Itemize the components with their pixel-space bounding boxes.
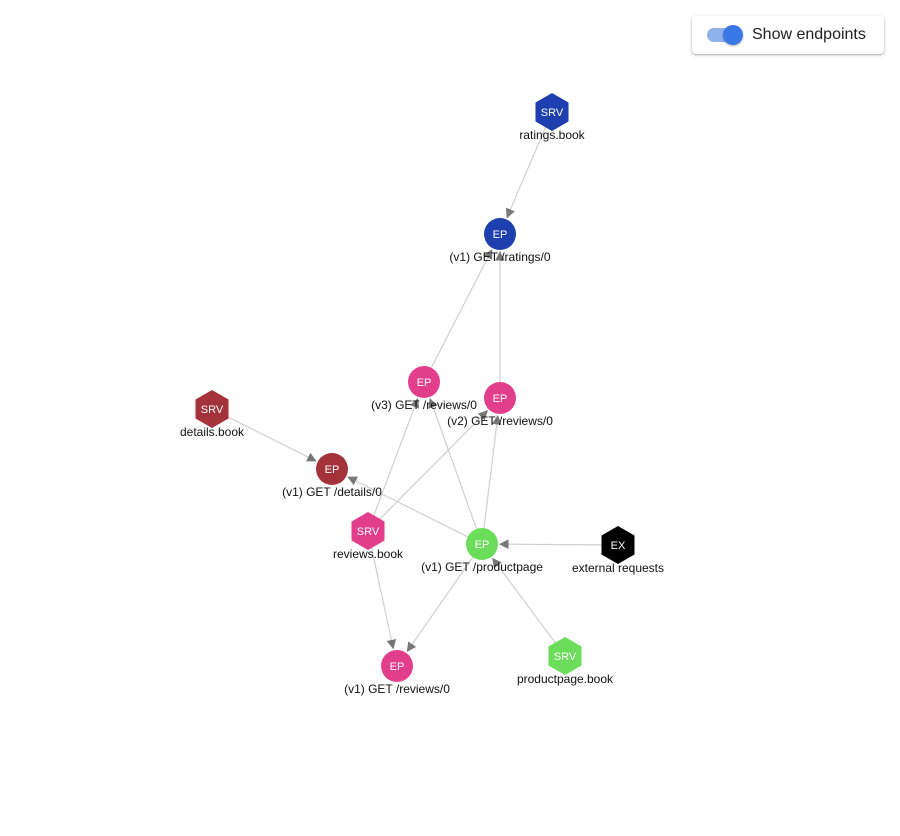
node-kind-badge: EP (493, 393, 508, 405)
edge-ep-productpage-to-ep-details (347, 476, 468, 538)
node-hexagon[interactable] (535, 93, 569, 131)
node-label: reviews.book (333, 547, 404, 561)
node-label: productpage.book (517, 672, 614, 686)
toggle-switch-thumb[interactable] (723, 25, 743, 45)
node-ep-reviews-v2[interactable]: EP (v2) GET /reviews/0 (447, 382, 553, 428)
node-label: (v1) GET /ratings/0 (449, 250, 550, 264)
node-ex-external[interactable]: EX external requests (572, 526, 664, 575)
node-ep-productpage[interactable]: EP (v1) GET /productpage (421, 528, 543, 574)
node-srv-productpage[interactable]: SRV productpage.book (517, 637, 614, 686)
node-kind-badge: SRV (357, 526, 380, 538)
node-kind-badge: EP (417, 377, 432, 389)
edge-srv-ratings-to-ep-ratings (506, 126, 547, 219)
node-kind-badge: SRV (541, 107, 564, 119)
edge-ep-productpage-to-ep-reviews-v3 (428, 398, 478, 530)
node-kind-badge: EP (325, 464, 340, 476)
node-label: (v2) GET /reviews/0 (447, 414, 553, 428)
edge-ep-productpage-to-ep-reviews-v2 (483, 414, 502, 529)
node-circle[interactable] (381, 650, 413, 682)
edge-srv-productpage-to-ep-productpage (492, 557, 556, 644)
node-ep-details[interactable]: EP (v1) GET /details/0 (282, 453, 382, 499)
node-label: (v3) GET /reviews/0 (371, 398, 477, 412)
node-ep-reviews-v1[interactable]: EP (v1) GET /reviews/0 (344, 650, 450, 696)
node-hexagon[interactable] (195, 390, 229, 428)
edge-srv-reviews-to-ep-reviews-v1 (370, 546, 397, 650)
show-endpoints-toggle[interactable]: Show endpoints (692, 16, 884, 54)
node-srv-ratings[interactable]: SRV ratings.book (519, 93, 586, 142)
edge-ex-external-to-ep-productpage (499, 539, 603, 549)
node-ep-reviews-v3[interactable]: EP (v3) GET /reviews/0 (371, 366, 477, 412)
node-circle[interactable] (484, 218, 516, 250)
edge-srv-details-to-ep-details (226, 415, 317, 462)
edge-ep-reviews-v3-to-ep-ratings (430, 249, 493, 369)
node-kind-badge: EP (390, 661, 405, 673)
node-label: details.book (180, 425, 245, 439)
edge-srv-reviews-to-ep-reviews-v3 (373, 397, 420, 517)
node-srv-reviews[interactable]: SRV reviews.book (333, 512, 404, 561)
edges-layer (226, 126, 603, 653)
edge-ep-productpage-to-ep-reviews-v1 (406, 556, 474, 653)
toggle-label: Show endpoints (752, 26, 866, 43)
node-kind-badge: SRV (554, 651, 577, 663)
node-circle[interactable] (408, 366, 440, 398)
node-label: (v1) GET /productpage (421, 560, 543, 574)
node-kind-badge: SRV (201, 404, 224, 416)
node-hexagon[interactable] (351, 512, 385, 550)
node-label: external requests (572, 561, 664, 575)
node-label: (v1) GET /details/0 (282, 485, 382, 499)
edge-srv-reviews-to-ep-reviews-v2 (378, 410, 488, 521)
node-circle[interactable] (316, 453, 348, 485)
node-kind-badge: EP (493, 229, 508, 241)
node-kind-badge: EP (475, 539, 490, 551)
node-hexagon[interactable] (601, 526, 635, 564)
node-ep-ratings[interactable]: EP (v1) GET /ratings/0 (449, 218, 551, 264)
node-kind-badge: EX (611, 540, 626, 552)
node-hexagon[interactable] (548, 637, 582, 675)
node-label: ratings.book (519, 128, 585, 142)
node-label: (v1) GET /reviews/0 (344, 682, 450, 696)
toggle-switch[interactable] (705, 25, 743, 45)
node-circle[interactable] (484, 382, 516, 414)
node-srv-details[interactable]: SRV details.book (180, 390, 245, 439)
node-circle[interactable] (466, 528, 498, 560)
